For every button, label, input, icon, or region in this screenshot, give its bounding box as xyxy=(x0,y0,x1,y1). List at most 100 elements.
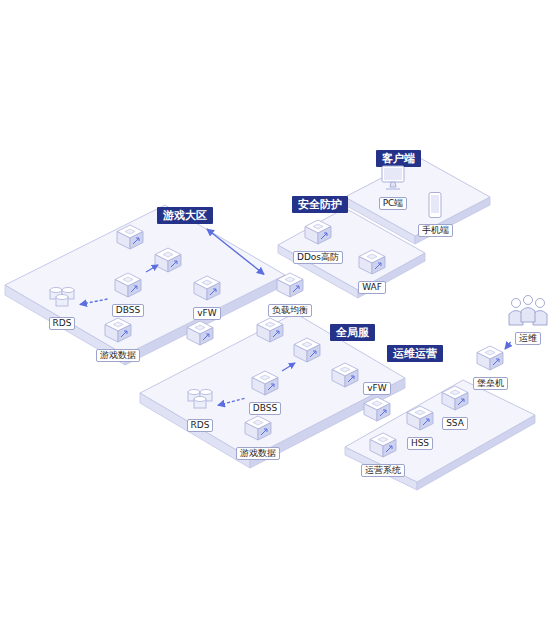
icon-side xyxy=(115,280,128,298)
icon-side xyxy=(477,353,490,371)
icon-group xyxy=(105,318,131,342)
icon-side xyxy=(117,232,130,250)
service-label: 运营系统 xyxy=(361,464,405,477)
service-node: 游戏数据 xyxy=(95,317,141,363)
service-icon xyxy=(421,192,449,218)
service-node: DBSS xyxy=(248,370,283,416)
platform-top xyxy=(345,380,535,482)
icon-glyph xyxy=(210,289,216,295)
icon-glyph xyxy=(121,331,127,337)
service-node: HSS xyxy=(405,405,435,451)
decor-arrow xyxy=(282,363,295,371)
icon-glyph xyxy=(423,419,429,425)
icon-glyph xyxy=(133,238,139,244)
service-label: 负载均衡 xyxy=(268,304,312,317)
person-head xyxy=(512,299,521,308)
icon-side xyxy=(130,232,143,250)
service-node: DDos高防 xyxy=(292,219,345,265)
icon-side xyxy=(207,283,220,301)
icon-glyph xyxy=(195,325,205,330)
icon-group xyxy=(429,193,441,218)
icon-side xyxy=(105,325,118,343)
phone-body xyxy=(429,193,441,218)
icon-side xyxy=(307,345,320,363)
screen xyxy=(384,168,402,180)
service-icon xyxy=(369,432,397,458)
icon-glyph xyxy=(321,233,327,239)
icon-side xyxy=(265,378,278,396)
icon-group xyxy=(509,296,547,326)
icon-side xyxy=(257,325,270,343)
icon-glyph xyxy=(348,376,354,382)
icon-side xyxy=(345,370,358,388)
icon-glyph xyxy=(380,410,386,416)
service-icon xyxy=(104,317,132,343)
service-node: vFW xyxy=(192,275,222,321)
service-icon xyxy=(276,272,304,298)
icon-side xyxy=(318,227,331,245)
icon-side xyxy=(294,345,307,363)
service-label: 堡垒机 xyxy=(473,377,508,390)
service-node: vFW xyxy=(362,376,392,422)
icon-side xyxy=(128,280,141,298)
service-node: 游戏数据 xyxy=(235,415,281,461)
service-label: HSS xyxy=(407,437,433,450)
icon-glyph xyxy=(386,446,392,452)
cylinder-top xyxy=(200,390,212,395)
decor-icon xyxy=(117,225,143,249)
service-node: 负载均衡 xyxy=(267,272,313,318)
icon-glyph xyxy=(372,401,382,406)
icon-glyph xyxy=(203,334,209,340)
icon-side xyxy=(442,393,455,411)
zone-platform: 运维运营堡垒机SSAHSS运营系统 xyxy=(345,380,535,490)
icon-side xyxy=(407,413,420,431)
icon-glyph xyxy=(202,280,212,285)
icon-side xyxy=(200,328,213,346)
icon-glyph xyxy=(340,367,350,372)
icon-group xyxy=(407,406,433,430)
icon-glyph xyxy=(485,350,495,355)
service-icon xyxy=(476,345,504,371)
service-node: 运营系统 xyxy=(360,432,406,478)
decor-arrow xyxy=(146,265,158,272)
service-node: WAF xyxy=(357,249,387,295)
service-icon xyxy=(186,387,214,413)
icon-group xyxy=(50,288,74,307)
icon-side xyxy=(420,413,433,431)
service-label: RDS xyxy=(49,317,76,330)
icon-glyph xyxy=(310,351,316,357)
icon-glyph xyxy=(285,277,295,282)
icon-side xyxy=(359,257,372,275)
icon-side xyxy=(277,280,290,298)
service-label: vFW xyxy=(193,307,220,320)
header-tag: 游戏大区 xyxy=(157,204,213,224)
icon-glyph xyxy=(415,410,425,415)
icon-group xyxy=(245,416,271,440)
icon-side xyxy=(290,280,303,298)
service-label: DBSS xyxy=(112,304,144,317)
service-label: 手机端 xyxy=(418,224,453,237)
icon-side xyxy=(252,378,265,396)
icon-glyph xyxy=(261,429,267,435)
icon-side xyxy=(383,440,396,458)
icon-side xyxy=(168,255,181,273)
person-body xyxy=(521,308,535,323)
icon-side xyxy=(194,283,207,301)
icon-glyph xyxy=(163,252,173,257)
header-tag: 客户端 xyxy=(376,147,421,167)
icon-glyph xyxy=(113,322,123,327)
connector xyxy=(218,398,245,405)
service-label: WAF xyxy=(358,281,386,294)
icon-side xyxy=(270,325,283,343)
icon-group xyxy=(442,386,468,410)
cylinder-top xyxy=(50,288,62,293)
connector xyxy=(80,299,108,304)
zone-title: 运维运营 xyxy=(387,345,443,362)
icon-side xyxy=(370,440,383,458)
icon-glyph xyxy=(171,261,177,267)
icon-group xyxy=(115,273,141,297)
decor-icon xyxy=(294,338,320,362)
connector xyxy=(207,229,264,274)
icon-side xyxy=(372,257,385,275)
service-icon xyxy=(251,370,279,396)
